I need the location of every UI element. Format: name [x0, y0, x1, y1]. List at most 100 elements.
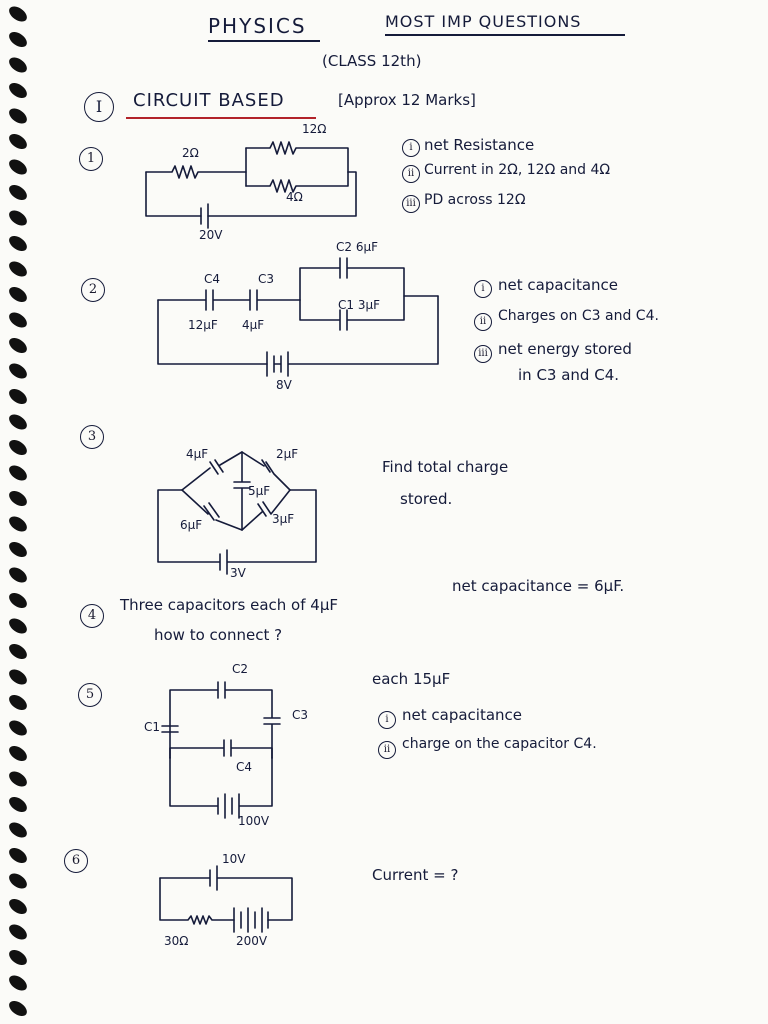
q1-label-2ohm: 2Ω [182, 146, 199, 160]
q1-label-4ohm: 4Ω [286, 190, 303, 204]
section-title: CIRCUIT BASED [133, 90, 285, 111]
q2-label-c2: C2 6μF [336, 240, 378, 254]
q2-part-i-text: net capacitance [498, 276, 619, 294]
question-1-number: 1 [79, 147, 103, 171]
binding-ring [9, 873, 27, 889]
binding-ring [9, 847, 27, 864]
q3-label-6uf: 6μF [180, 518, 203, 532]
binding-ring [9, 57, 27, 73]
binding-ring [9, 414, 27, 430]
binding-ring [9, 312, 27, 328]
binding-ring [9, 31, 27, 48]
binding-ring [9, 898, 27, 915]
q2-part-ii-marker: ii [474, 313, 492, 331]
q2-part-iii-text: net energy stored [498, 340, 632, 358]
q5-label-c3: C3 [292, 708, 309, 722]
binding-ring [9, 771, 27, 787]
q1-label-20v: 20V [199, 228, 223, 242]
q5-label-c4: C4 [236, 760, 253, 774]
q2-label-8v: 8V [276, 378, 292, 392]
q5-part-ii-marker: ii [378, 741, 396, 759]
binding-ring [9, 363, 27, 379]
binding-ring [9, 388, 27, 405]
binding-ring [9, 439, 27, 456]
binding-ring [9, 618, 27, 634]
q2-part-iii-marker: iii [474, 345, 492, 363]
binding-ring [9, 261, 27, 277]
subject-title: PHYSICS [208, 14, 307, 38]
binding-ring [9, 286, 27, 303]
binding-ring [9, 337, 27, 354]
binding-ring [9, 1000, 27, 1017]
q2-part-ii-text: Charges on C3 and C4. [498, 308, 659, 324]
binding-ring [9, 924, 27, 940]
question-5-number: 5 [78, 683, 102, 707]
binding-ring [9, 108, 27, 124]
heading-underline [385, 34, 625, 36]
q2-label-12uf: 12μF [188, 318, 218, 332]
q2-label-4uf: 4μF [242, 318, 265, 332]
binding-ring [9, 975, 27, 991]
binding-ring [9, 669, 27, 685]
q4-text-line2: how to connect ? [154, 626, 283, 644]
binding-ring [9, 949, 27, 966]
binding-ring [9, 235, 27, 252]
binding-ring [9, 694, 27, 711]
q3-label-4uf: 4μF [186, 447, 209, 461]
binding-ring [9, 465, 27, 481]
binding-ring [9, 133, 27, 150]
binding-ring [9, 516, 27, 532]
binding-ring [9, 541, 27, 558]
binding-ring [9, 745, 27, 762]
binding-ring [9, 822, 27, 838]
binding-ring [9, 720, 27, 736]
q1-label-12ohm: 12Ω [302, 122, 327, 136]
binding-ring [9, 82, 27, 99]
q5-part-i-marker: i [378, 711, 396, 729]
q1-part-iii-text: PD across 12Ω [424, 192, 526, 208]
q2-label-c1: C1 3μF [338, 298, 380, 312]
q1-part-iii-marker: iii [402, 195, 420, 213]
section-marks: [Approx 12 Marks] [338, 91, 476, 109]
q5-label-c1: C1 [144, 720, 161, 734]
binding-ring [9, 6, 27, 22]
binding-ring [9, 796, 27, 813]
binding-ring [9, 210, 27, 226]
q1-part-ii-text: Current in 2Ω, 12Ω and 4Ω [424, 162, 611, 178]
q3-label-2uf: 2μF [276, 447, 299, 461]
q1-part-i-marker: i [402, 139, 420, 157]
q6-text: Current = ? [372, 866, 459, 884]
q6-label-10v: 10V [222, 852, 246, 866]
class-label: (CLASS 12th) [322, 52, 422, 70]
q5-label-100v: 100V [238, 814, 270, 828]
q2-part-iii-continuation: in C3 and C4. [518, 366, 620, 384]
binding-ring [9, 159, 27, 175]
binding-ring [9, 184, 27, 201]
q5-label-c2: C2 [232, 662, 249, 676]
q3-text-line1: Find total charge [382, 458, 509, 476]
q4-text-line1: Three capacitors each of 4μF [120, 596, 338, 614]
subject-underline [208, 40, 320, 42]
question-4-number: 4 [80, 604, 104, 628]
q6-label-30ohm: 30Ω [164, 934, 189, 948]
binding-ring [9, 592, 27, 609]
question-3-number: 3 [80, 425, 104, 449]
q5-part-i-text: net capacitance [402, 706, 523, 724]
binding-ring [9, 643, 27, 660]
section-title-underline [126, 117, 316, 119]
q2-part-i-marker: i [474, 280, 492, 298]
q3-label-5uf: 5μF [248, 484, 271, 498]
binding-ring [9, 567, 27, 583]
question-2-number: 2 [81, 278, 105, 302]
section-number: I [84, 92, 114, 122]
q3-text-line2: stored. [400, 490, 453, 508]
q3-label-3v: 3V [230, 566, 246, 580]
spiral-binding [9, 6, 27, 1017]
binding-ring [9, 490, 27, 507]
